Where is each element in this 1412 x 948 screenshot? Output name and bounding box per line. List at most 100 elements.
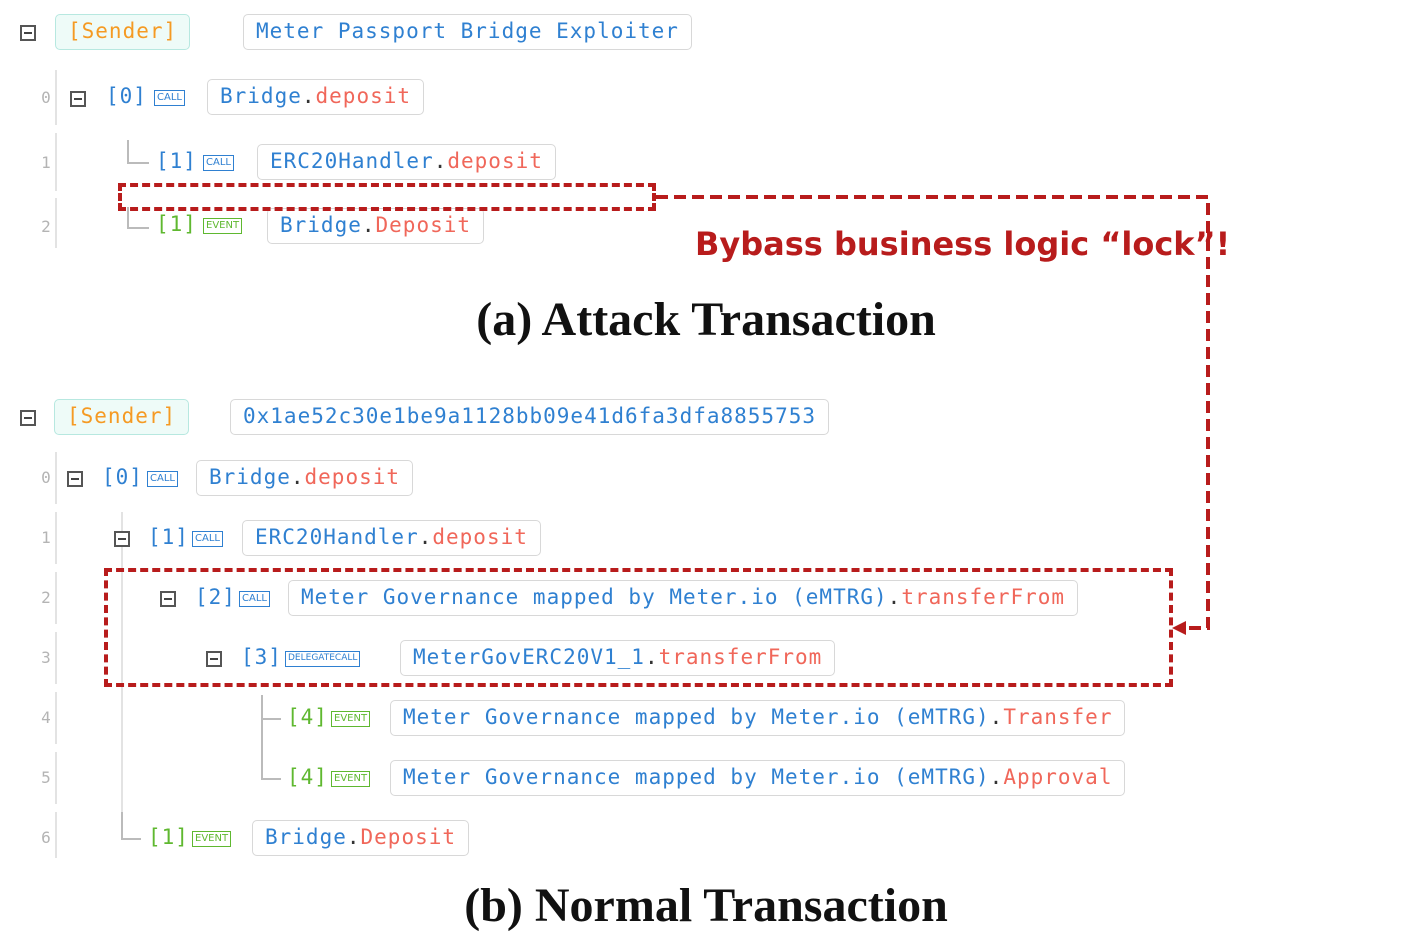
- collapse-toggle[interactable]: [114, 531, 130, 547]
- event-index: [4]: [287, 705, 328, 729]
- method-name: Transfer: [1003, 705, 1113, 729]
- contract-name: Meter Governance mapped by Meter.io (eMT…: [403, 765, 990, 789]
- call-type-badge: CALL: [147, 471, 178, 487]
- method-name: deposit: [315, 84, 412, 108]
- sender-address-normal[interactable]: 0x1ae52c30e1be9a1128bb09e41d6fa3dfa88557…: [230, 399, 830, 435]
- call-index: [0]: [106, 84, 147, 108]
- sender-badge-normal: [Sender]: [54, 399, 190, 435]
- tree-line: [261, 695, 263, 750]
- collapse-toggle[interactable]: [67, 471, 83, 487]
- method-name: deposit: [432, 525, 528, 549]
- call-index: [0]: [102, 465, 143, 489]
- call-type-badge: CALL: [192, 531, 223, 547]
- dot: .: [290, 465, 305, 489]
- call-type-badge: CALL: [239, 591, 270, 607]
- call-function[interactable]: Bridge.deposit: [207, 79, 425, 115]
- contract-name: Bridge: [265, 825, 347, 849]
- connector-arrowhead: [1172, 621, 1186, 635]
- row-number: 5: [41, 768, 51, 787]
- row-number: 2: [41, 217, 51, 236]
- event-type-badge: EVENT: [192, 831, 232, 847]
- tree-line: [127, 162, 149, 164]
- contract-name: Bridge: [209, 465, 291, 489]
- contract-name: Meter Governance mapped by Meter.io (eMT…: [403, 705, 990, 729]
- call-type-badge: CALL: [154, 90, 185, 106]
- event-index: [1]: [148, 825, 189, 849]
- dot: .: [644, 645, 659, 669]
- dot: .: [346, 825, 361, 849]
- call-index: [3]: [241, 645, 282, 669]
- contract-name: ERC20Handler: [270, 149, 434, 173]
- sender-badge-attack: [Sender]: [55, 14, 191, 50]
- row-guide: [55, 133, 57, 191]
- tree-line: [261, 718, 281, 720]
- contract-name: Bridge: [280, 213, 362, 237]
- collapse-toggle[interactable]: [206, 651, 222, 667]
- contract-name: Bridge: [220, 84, 302, 108]
- call-function[interactable]: ERC20Handler.deposit: [257, 144, 556, 180]
- row-guide: [55, 812, 57, 858]
- contract-name: MeterGovERC20V1_1: [413, 645, 645, 669]
- call-function[interactable]: Bridge.deposit: [196, 460, 414, 496]
- call-function[interactable]: MeterGovERC20V1_1.transferFrom: [400, 640, 836, 676]
- row-number: 0: [41, 468, 51, 487]
- row-number: 0: [41, 88, 51, 107]
- row-guide: [55, 692, 57, 744]
- row-guide: [55, 632, 57, 684]
- dot: .: [433, 149, 448, 173]
- collapse-toggle[interactable]: [160, 591, 176, 607]
- collapse-sender-toggle-normal[interactable]: [20, 410, 36, 426]
- dot: .: [418, 525, 433, 549]
- row-guide: [55, 70, 57, 125]
- method-name: Approval: [1003, 765, 1113, 789]
- row-guide: [55, 752, 57, 804]
- row-number: 2: [41, 588, 51, 607]
- missing-call-highlight: [118, 183, 656, 211]
- caption-attack: (a) Attack Transaction: [476, 293, 936, 346]
- row-guide: [55, 572, 57, 624]
- method-name: transferFrom: [658, 645, 823, 669]
- event-type-badge: EVENT: [331, 711, 371, 727]
- call-function[interactable]: ERC20Handler.deposit: [242, 520, 541, 556]
- call-index: [1]: [156, 149, 197, 173]
- sender-name-attack[interactable]: Meter Passport Bridge Exploiter: [243, 14, 692, 50]
- event-function[interactable]: Meter Governance mapped by Meter.io (eMT…: [390, 700, 1126, 736]
- transferfrom-highlight: [104, 568, 1173, 687]
- tree-line: [127, 140, 129, 162]
- dot: .: [989, 705, 1004, 729]
- row-guide: [55, 512, 57, 564]
- tree-line: [127, 227, 149, 229]
- event-function[interactable]: Bridge.Deposit: [252, 820, 470, 856]
- tree-line: [127, 207, 129, 227]
- delegatecall-type-badge: DELEGATECALL: [285, 651, 361, 667]
- event-function[interactable]: Bridge.Deposit: [267, 208, 485, 244]
- method-name: deposit: [447, 149, 543, 173]
- collapse-sender-toggle-attack[interactable]: [20, 25, 36, 41]
- tree-line: [121, 838, 141, 840]
- row-guide: [55, 452, 57, 504]
- collapse-toggle[interactable]: [70, 91, 86, 107]
- row-number: 1: [41, 528, 51, 547]
- call-index: [2]: [195, 585, 236, 609]
- method-name: Deposit: [375, 213, 472, 237]
- tree-line: [121, 812, 123, 838]
- event-function[interactable]: Meter Governance mapped by Meter.io (eMT…: [390, 760, 1126, 796]
- row-number: 6: [41, 828, 51, 847]
- dot: .: [301, 84, 316, 108]
- call-type-badge: CALL: [203, 155, 234, 171]
- method-name: Deposit: [360, 825, 457, 849]
- event-type-badge: EVENT: [331, 771, 371, 787]
- event-index: [4]: [287, 765, 328, 789]
- row-guide: [121, 512, 123, 812]
- row-number: 3: [41, 648, 51, 667]
- row-number: 1: [41, 153, 51, 172]
- row-number: 4: [41, 708, 51, 727]
- event-type-badge: EVENT: [203, 218, 243, 234]
- call-index: [1]: [148, 525, 189, 549]
- dot: .: [361, 213, 376, 237]
- event-index: [1]: [156, 212, 197, 236]
- caption-normal: (b) Normal Transaction: [464, 879, 948, 932]
- method-name: deposit: [304, 465, 401, 489]
- row-guide: [55, 198, 57, 248]
- dot: .: [989, 765, 1004, 789]
